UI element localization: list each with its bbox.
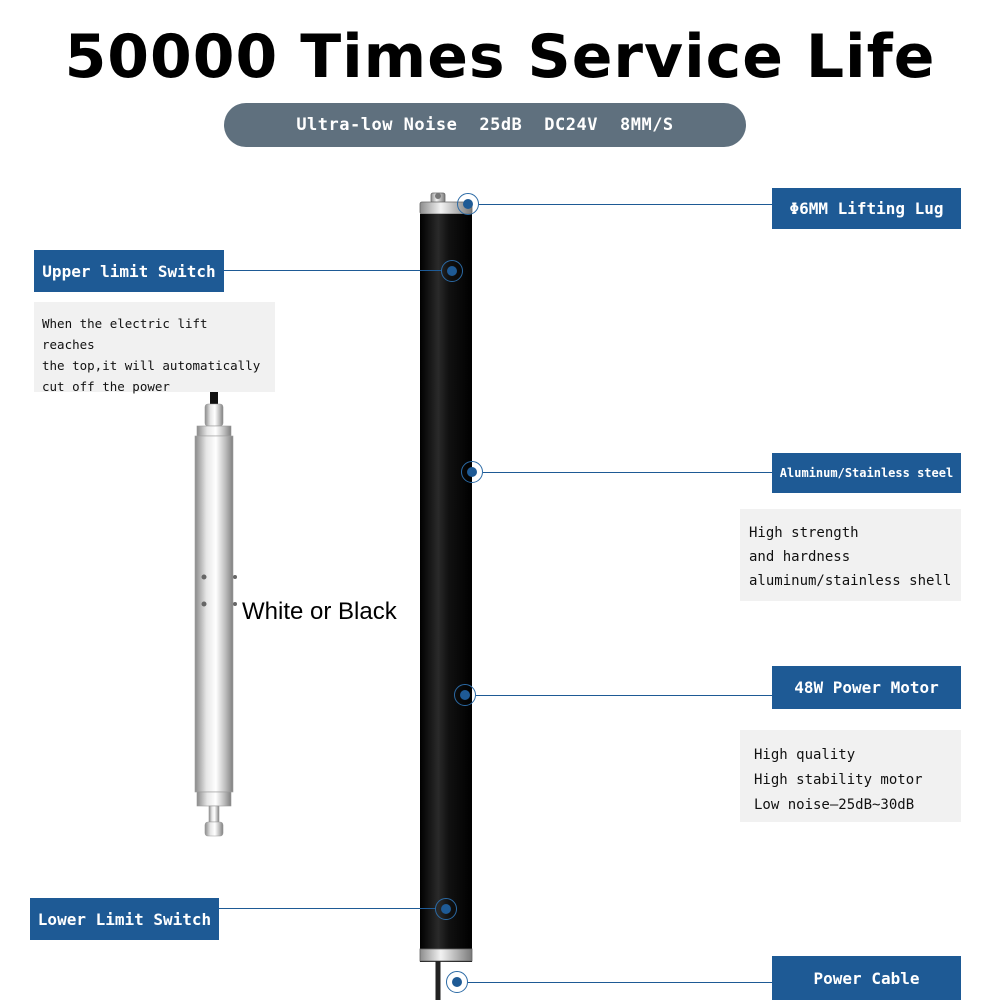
- lower-limit-marker: [435, 898, 457, 920]
- spec-speed: 8MM/S: [619, 115, 674, 135]
- color-option-label: White or Black: [242, 598, 397, 625]
- spec-pill: Ultra-low Noise 25dB DC24V 8MM/S: [224, 103, 746, 147]
- power-cable-marker: [446, 971, 468, 993]
- motor-marker: [454, 684, 476, 706]
- lifting-lug-leader: [479, 204, 772, 205]
- lifting-lug-label: Φ6MM Lifting Lug: [772, 188, 961, 229]
- spec-voltage: DC24V: [544, 115, 598, 135]
- lower-limit-leader: [219, 908, 436, 909]
- power-cable-leader: [468, 982, 772, 983]
- silver-actuator-image: [194, 392, 237, 837]
- upper-limit-marker: [441, 260, 463, 282]
- lifting-lug-marker: [457, 193, 479, 215]
- upper-limit-leader: [224, 270, 442, 271]
- motor-label: 48W Power Motor: [772, 666, 961, 709]
- spec-db: 25dB: [479, 115, 523, 135]
- spec-noise: Ultra-low Noise: [296, 115, 458, 135]
- lower-limit-label: Lower Limit Switch: [30, 898, 219, 940]
- power-cable-label: Power Cable: [772, 956, 961, 1000]
- motor-leader: [476, 695, 772, 696]
- motor-description: High quality High stability motor Low no…: [740, 730, 961, 822]
- upper-limit-description: When the electric lift reaches the top,i…: [34, 302, 275, 394]
- material-description: High strength and hardness aluminum/stai…: [740, 509, 961, 601]
- black-actuator-image: [419, 192, 473, 1000]
- material-leader: [483, 472, 772, 473]
- upper-limit-label: Upper limit Switch: [34, 250, 224, 292]
- material-label: Aluminum/Stainless steel: [772, 453, 961, 493]
- material-marker: [461, 461, 483, 483]
- page-title: 50000 Times Service Life: [64, 22, 936, 92]
